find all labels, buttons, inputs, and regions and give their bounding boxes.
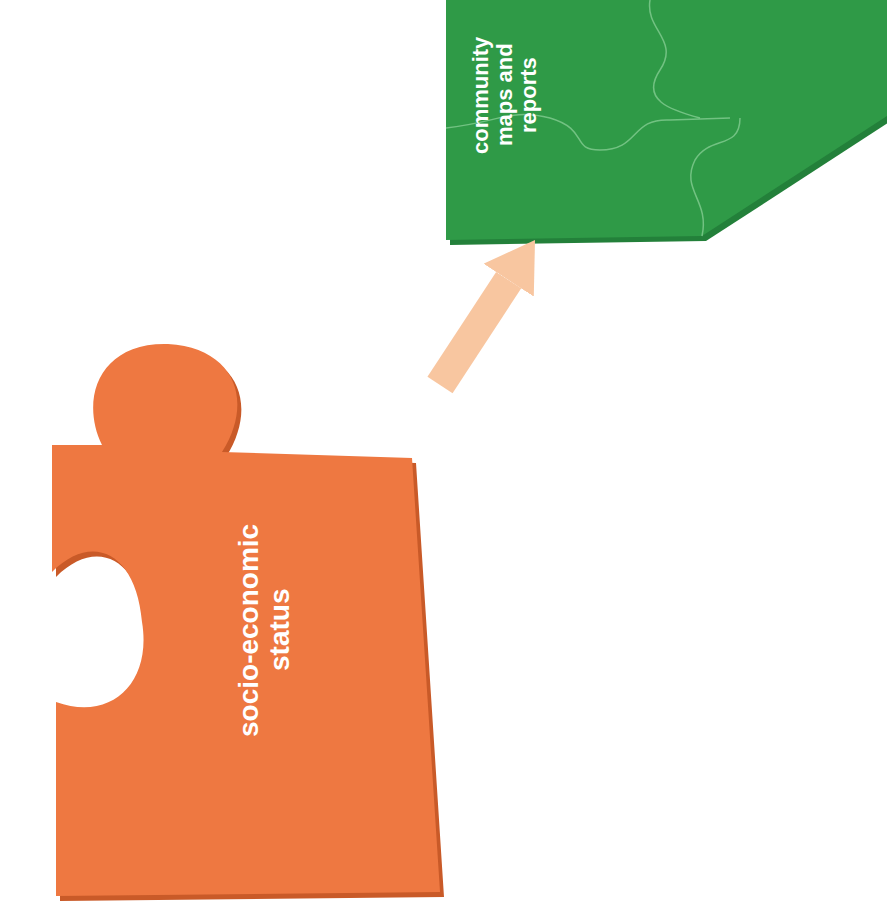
puzzle-piece: community maps and reports <box>440 0 887 240</box>
puzzle-seam <box>691 118 740 236</box>
text-area: socio-economic status <box>190 490 340 770</box>
puzzle-piece: socio-economic status <box>40 340 440 900</box>
block-arrow <box>440 280 509 385</box>
text-area: community maps and reports <box>440 10 570 180</box>
piece-label: community maps and reports <box>469 15 542 175</box>
puzzle-seam <box>650 0 700 118</box>
piece-face <box>52 344 440 896</box>
piece-face <box>446 0 887 240</box>
piece-label: socio-economic status <box>234 495 296 765</box>
